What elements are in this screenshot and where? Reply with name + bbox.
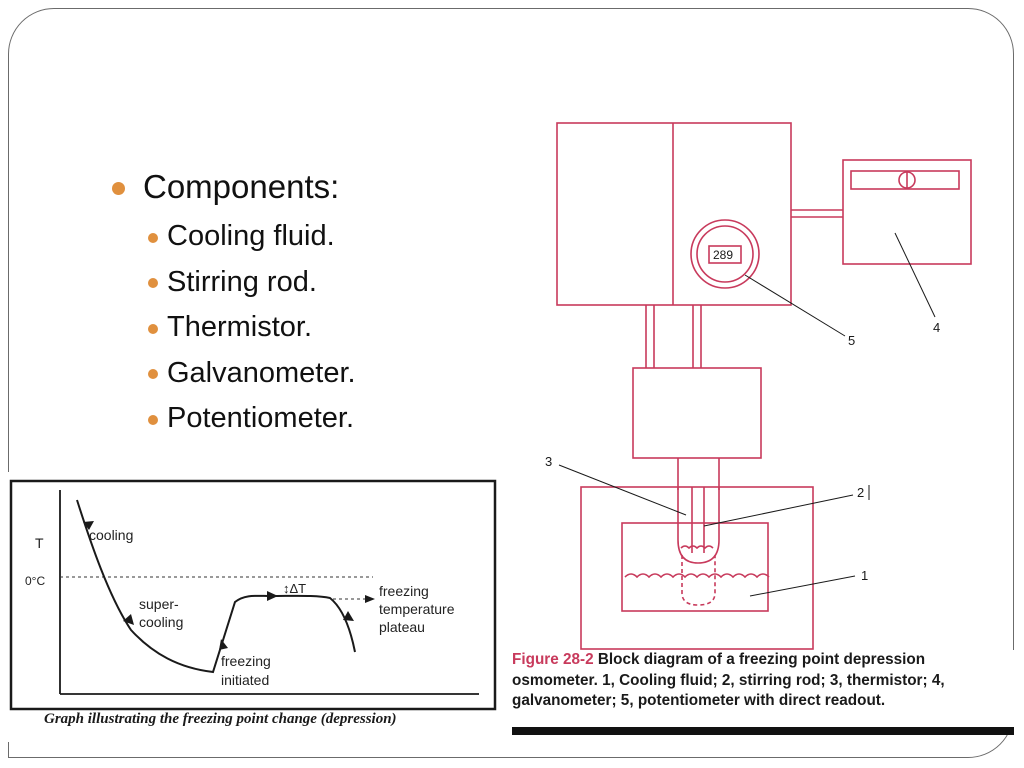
components-list: Components: Cooling fluid. Stirring rod.… xyxy=(112,168,356,442)
arrow-icon xyxy=(83,521,94,530)
list-item-label: Potentiometer. xyxy=(167,402,354,435)
heading-text: Components: xyxy=(143,168,340,205)
galvanometer-scale xyxy=(850,170,960,190)
freezing-initiated-label: initiated xyxy=(221,672,269,688)
label-5: 5 xyxy=(848,333,855,348)
leader-line-4 xyxy=(894,232,936,318)
list-item: Potentiometer. xyxy=(148,396,356,442)
probe-head-box xyxy=(632,367,762,459)
list-item: Stirring rod. xyxy=(148,260,356,306)
plateau-label: temperature xyxy=(379,601,455,617)
bullet-icon xyxy=(148,369,158,380)
tube-immersion xyxy=(681,555,716,606)
readout-value: 289 xyxy=(713,248,733,262)
leader-line-3 xyxy=(558,464,687,516)
zero-label: 0°C xyxy=(25,574,45,588)
list-item: Thermistor. xyxy=(148,305,356,351)
supercooling-label: super- xyxy=(139,596,179,612)
arrow-icon xyxy=(343,611,354,621)
potentiometer-dial-inner xyxy=(696,225,754,283)
readout-box xyxy=(708,245,742,264)
arrow-icon xyxy=(267,591,278,601)
list-item-label: Stirring rod. xyxy=(167,265,317,298)
leader-line-2 xyxy=(703,494,854,527)
freezing-initiated-label: freezing xyxy=(221,653,271,669)
list-item-label: Cooling fluid. xyxy=(167,220,335,253)
cooling-label: cooling xyxy=(89,527,133,543)
list-heading: Components: xyxy=(112,168,356,206)
freezing-graph-panel: T 0°C cooling super- cooling freezing in… xyxy=(5,472,501,742)
list-item-label: Thermistor. xyxy=(167,311,313,344)
list-item: Galvanometer. xyxy=(148,351,356,397)
main-unit-box xyxy=(556,122,792,306)
osmometer-diagram: 289 5 4 3 2 1 xyxy=(545,122,972,650)
label-4: 4 xyxy=(933,320,940,335)
temperature-curve xyxy=(76,499,356,674)
bullet-icon xyxy=(148,414,158,425)
label-1: 1 xyxy=(861,568,868,583)
figure-caption: Figure 28-2 Block diagram of a freezing … xyxy=(512,650,1014,732)
list-item-label: Galvanometer. xyxy=(167,356,356,389)
sample-surface xyxy=(680,545,714,550)
sub-list: Cooling fluid. Stirring rod. Thermistor.… xyxy=(112,214,356,442)
label-3: 3 xyxy=(545,454,552,469)
coolant-surface xyxy=(624,573,770,579)
graph-caption: Graph illustrating the freezing point ch… xyxy=(44,711,397,727)
figure-caption-text: Block diagram of a freezing point depres… xyxy=(512,651,945,709)
caption-bottom-bar xyxy=(512,727,1014,735)
y-axis-label: T xyxy=(35,535,44,551)
arrow-icon xyxy=(219,639,228,650)
list-item: Cooling fluid. xyxy=(148,214,356,260)
bullet-icon xyxy=(148,278,158,289)
graph-border xyxy=(9,479,497,711)
arrow-icon xyxy=(365,595,375,603)
potentiometer-dial xyxy=(690,219,760,289)
supercooling-label: cooling xyxy=(139,614,183,630)
freezing-graph: T 0°C cooling super- cooling freezing in… xyxy=(9,479,497,711)
galvanometer-box xyxy=(842,159,972,265)
bullet-icon xyxy=(148,323,158,334)
arrow-icon xyxy=(123,614,134,625)
leader-line-5 xyxy=(744,274,846,337)
plateau-label: plateau xyxy=(379,619,425,635)
sample-chamber xyxy=(621,522,769,612)
leader-line-1 xyxy=(749,575,856,597)
bullet-icon xyxy=(148,232,158,243)
sample-tube xyxy=(677,487,720,564)
label-2: 2 xyxy=(857,485,864,500)
figure-label: Figure 28-2 xyxy=(512,651,594,668)
plateau-label: freezing xyxy=(379,583,429,599)
cooling-bath-box xyxy=(580,486,814,650)
delta-t-label: ↕ΔT xyxy=(283,581,306,596)
bullet-icon xyxy=(112,182,125,195)
